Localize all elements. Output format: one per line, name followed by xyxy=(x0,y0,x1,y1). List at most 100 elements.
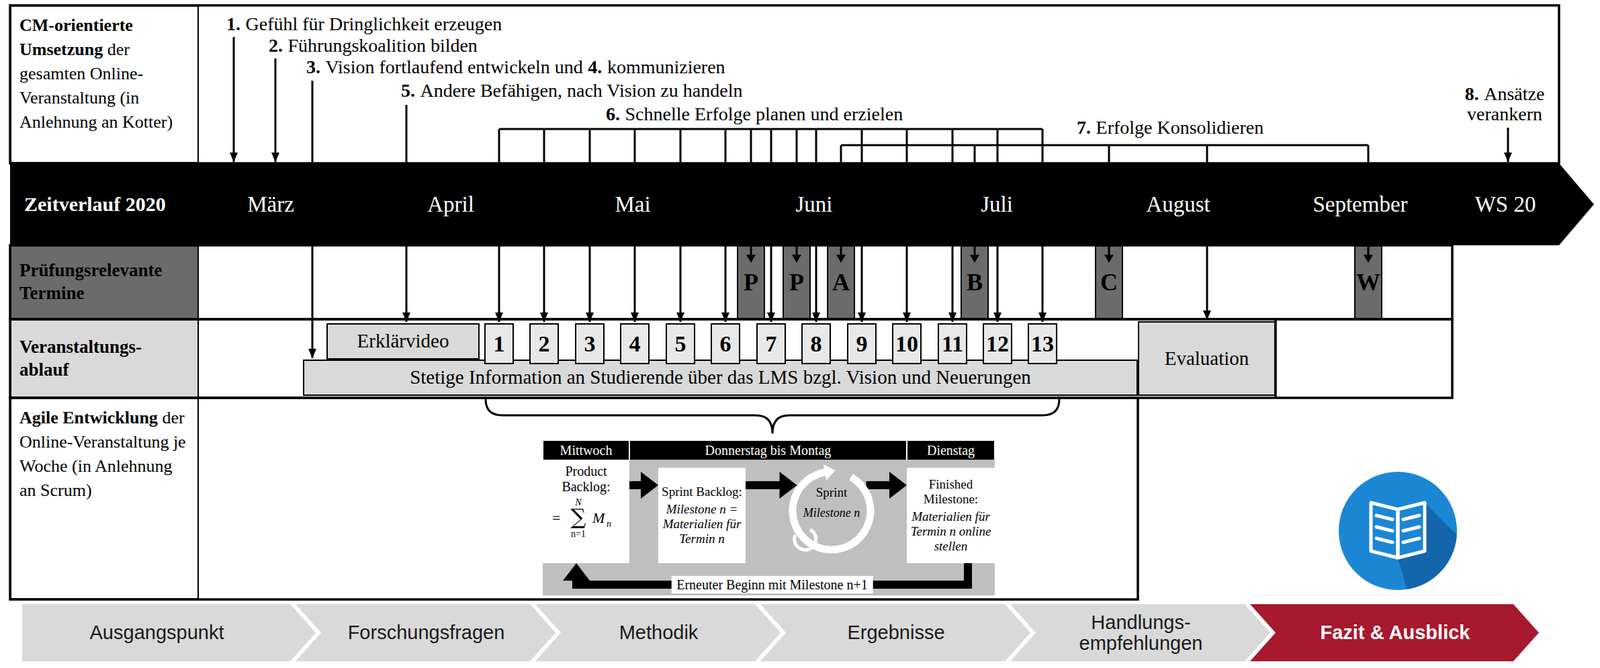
arrow-line xyxy=(629,480,643,490)
arrow-shaft xyxy=(1108,246,1111,256)
info-bar: Stetige Information an Studierende über … xyxy=(302,359,1138,396)
chevron-fill xyxy=(760,603,1031,661)
leader-arrow xyxy=(1507,127,1510,162)
box-title: Finished Milestone: xyxy=(909,476,993,507)
exam-arrow xyxy=(828,246,854,264)
week-box: 11 xyxy=(937,323,968,365)
arrow-tip xyxy=(969,254,980,263)
step-number: 6. xyxy=(605,103,620,125)
cycle-body: Milestone n xyxy=(785,505,878,520)
week-number: 12 xyxy=(986,331,1009,357)
step-number: 3. xyxy=(306,56,321,78)
week-number: 1 xyxy=(493,331,506,357)
week-box: 5 xyxy=(665,323,696,365)
box-title: Sprint Backlog: xyxy=(661,484,743,500)
week-number: 5 xyxy=(675,331,687,357)
step-number: 8. xyxy=(1464,83,1480,105)
leader-arrow xyxy=(724,245,727,322)
arrow-tip xyxy=(791,254,802,263)
exam-date-box: B xyxy=(960,245,989,320)
exam-arrow xyxy=(961,246,988,264)
cycle-title: Sprint xyxy=(785,484,878,500)
month-label: März xyxy=(190,190,352,218)
week-box: 10 xyxy=(892,323,922,365)
header-title: Veranstaltungs- ablauf xyxy=(19,336,142,380)
formula-part: n xyxy=(606,518,612,530)
leader-arrow xyxy=(543,245,546,322)
box-label: Evaluation xyxy=(1164,347,1250,370)
row-header: Veranstaltungs- ablauf xyxy=(10,319,199,398)
arrow-line xyxy=(745,480,782,490)
exam-date-box: W xyxy=(1354,245,1383,320)
step-number: 1. xyxy=(226,13,241,35)
nav-chevron: Ausgangspunkt xyxy=(22,603,316,661)
header-text: CM-orientierte Umsetzungder gesamten Onl… xyxy=(19,13,190,134)
step-number: 2. xyxy=(268,34,283,56)
nav-chevron: Methodik xyxy=(535,603,781,661)
step-text: kommunizieren xyxy=(607,56,726,78)
week-box: 1 xyxy=(484,323,514,365)
book-icon xyxy=(1338,471,1478,625)
weekday-label: Dienstag xyxy=(926,442,975,459)
arrow-tip xyxy=(1363,254,1373,263)
book-symbol xyxy=(1370,502,1425,558)
weekday-header: Mittwoch xyxy=(542,440,630,460)
exam-letter: B xyxy=(966,268,983,297)
box-label: Erklärvideo xyxy=(357,329,450,352)
row-frame xyxy=(10,5,1560,164)
step-text: Vision fortlaufend entwickeln und xyxy=(325,56,584,78)
weekday-header: Donnerstag bis Montag xyxy=(629,440,907,460)
month-label: Mai xyxy=(552,190,714,218)
nav-chevron: Handlungs- empfehlungen xyxy=(1010,603,1271,661)
step-label: 8.Ansätze verankern xyxy=(1454,83,1555,125)
chevron-fill xyxy=(1010,603,1271,661)
cycle-tip xyxy=(823,464,836,481)
chevron-label: Ergebnisse xyxy=(847,621,945,643)
formula-part: M xyxy=(592,509,605,526)
small-cycle xyxy=(794,529,817,550)
arrow-head xyxy=(640,471,659,499)
flow-arrow xyxy=(629,471,659,499)
row-frame xyxy=(10,397,1138,600)
week-number: 2 xyxy=(538,331,551,357)
arrow-tip xyxy=(836,254,846,263)
leader-arrow xyxy=(589,245,592,322)
exam-letter: P xyxy=(789,268,805,297)
step-text: Schnelle Erfolge planen und erzielen xyxy=(625,103,904,125)
nav-chevron: Ergebnisse xyxy=(760,603,1031,661)
leader-arrow xyxy=(906,245,909,322)
week-number: 4 xyxy=(629,331,641,357)
leader-arrow xyxy=(815,245,818,322)
leader-arrow xyxy=(274,58,277,162)
arrow-tip xyxy=(1104,254,1114,263)
week-number: 11 xyxy=(941,331,964,357)
header-text: Veranstaltungs- ablauf xyxy=(19,335,190,382)
exam-arrow xyxy=(738,246,764,264)
step-number: 7. xyxy=(1076,116,1091,138)
step-label: 1.Gefühl für Dringlichkeit erzeugen xyxy=(226,14,502,35)
book-lines xyxy=(1376,515,1420,543)
week-box: 2 xyxy=(529,323,559,365)
timeline-band: Zeitverlauf 2020MärzAprilMaiJuniJuliAugu… xyxy=(10,163,1594,246)
arrow-line xyxy=(865,480,891,490)
exam-date-box: C xyxy=(1094,245,1124,320)
formula-part: = xyxy=(552,509,561,526)
weekday-label: Donnerstag bis Montag xyxy=(705,442,832,459)
month-label: WS 20 xyxy=(1424,190,1586,218)
month-label: August xyxy=(1097,190,1259,218)
exam-arrow xyxy=(1355,246,1382,264)
weekday-header: Dienstag xyxy=(906,440,995,460)
chevron-fill xyxy=(535,603,781,661)
header-text: Prüfungsrelevante Termine xyxy=(19,259,190,305)
leader-arrow xyxy=(770,245,773,322)
chevron-fill xyxy=(1250,603,1539,661)
leader-arrow xyxy=(679,245,682,322)
process-box: Evaluation xyxy=(1137,321,1276,396)
backlog-box: Product Backlog:=N∑n=1Mn xyxy=(542,459,630,563)
step-label: 7.Erfolge Konsolidieren xyxy=(1076,117,1264,138)
step-label: 5.Andere Befähigen, nach Vision zu hande… xyxy=(401,80,743,101)
row-frame xyxy=(10,245,1453,320)
scrum-header-bar xyxy=(542,440,995,460)
week-box: 12 xyxy=(982,323,1013,365)
